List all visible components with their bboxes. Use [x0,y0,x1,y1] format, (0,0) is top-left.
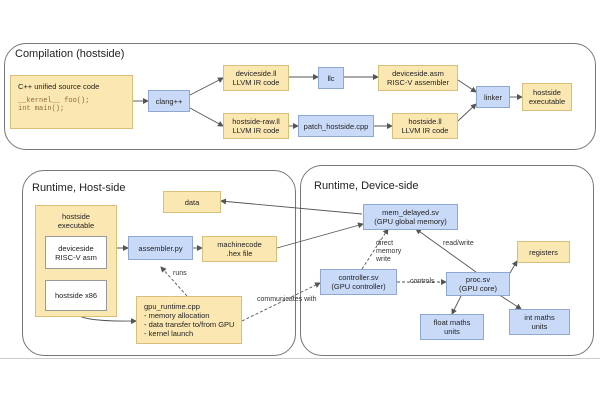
edge-proc-to-mem [415,228,477,273]
assembler-box: assembler.py [128,236,193,260]
runtime-host-region-title: Runtime, Host-side [32,182,126,194]
gpu-runtime-item-transfer: - data transfer to/from GPU [144,320,235,329]
hostside-raw-ll-box: hostside-raw.ll LLVM IR code [223,113,289,139]
controller-box: controller.sv (GPU controller) [320,269,397,295]
patch-hostside-box: patch_hostside.cpp [298,115,374,137]
int-maths-desc: units [531,322,548,331]
float-maths-name: float maths [433,318,471,327]
linker-label: linker [484,92,502,102]
cpp-source-code-main: int main(); [18,105,65,113]
edge-hostside-ll-to-linker [457,103,477,122]
llc-label: llc [327,73,335,83]
deviceside-asm-box: deviceside.asm RISC-V assembler [378,65,458,91]
cpp-source-code-kernel: __kernel__ foo(); [18,97,90,105]
clang-label: clang++ [155,96,183,106]
compilation-region-title: Compilation (hostside) [15,48,125,60]
patch-hostside-label: patch_hostside.cpp [303,121,369,131]
host-deviceside-asm-name: deviceside [58,243,94,253]
int-maths-units-box: int maths units [509,309,570,335]
hostside-x86-box: hostside x86 [45,280,107,311]
runtime-device-region-title: Runtime, Device-side [314,180,419,192]
edge-clang-to-deviceside-ll [189,77,224,96]
edge-gpu-runtime-to-controller [241,282,321,322]
float-maths-units-box: float maths units [420,314,484,340]
hostside-ll-desc: LLVM IR code [401,126,449,135]
read-write-label: read/write [443,240,474,247]
edge-proc-to-registers [509,260,518,274]
host-deviceside-asm-box: deviceside RISC-V asm [45,236,107,269]
gpu-runtime-item-launch: - kernel launch [144,329,194,338]
edge-clang-to-hostside-raw-ll [189,107,224,127]
hostside-exe-desc: executable [528,97,566,106]
bottom-divider [0,358,600,359]
machinecode-box: machinecode .hex file [202,236,277,262]
cpp-source-box: C++ unified source code __kernel__ foo()… [10,75,133,129]
direct-label-line1: direct [376,240,394,247]
direct-memory-write-label: direct memory write [376,240,401,264]
deviceside-ll-box: deviceside.ll LLVM IR code [223,65,289,91]
controller-desc: (GPU controller) [331,282,386,291]
data-box: data [163,191,221,213]
hostside-raw-ll-name: hostside-raw.ll [232,117,280,126]
gpu-runtime-title: gpu_runtime.cpp [144,302,200,311]
controls-label: controls [410,278,435,285]
mem-delayed-name: mem_delayed.sv [382,208,439,217]
hostside-exe-box: hostside executable [522,83,572,111]
communicates-with-label: communicates with [257,296,317,303]
cpp-source-title: C++ unified source code [18,82,100,91]
gpu-runtime-item-memory: - memory allocation [144,311,210,320]
int-maths-name: int maths [524,313,555,322]
edge-proc-to-float-units [451,293,463,315]
edge-machinecode-to-mem [276,222,364,249]
proc-desc: (GPU core) [459,284,497,293]
mem-delayed-box: mem_delayed.sv (GPU global memory) [363,204,458,230]
registers-label: registers [529,247,558,257]
hostside-exe-name: hostside [533,88,561,97]
proc-box: proc.sv (GPU core) [446,272,510,296]
assembler-label: assembler.py [138,243,183,253]
float-maths-desc: units [444,327,460,336]
direct-label-line3: write [376,256,391,263]
deviceside-asm-name: deviceside.asm [392,69,444,78]
host-executable-title: hostside [62,212,90,221]
direct-label-line2: memory [376,248,402,255]
hostside-ll-name: hostside.ll [408,117,442,126]
mem-delayed-desc: (GPU global memory) [374,217,447,226]
edge-gpu-runtime-runs-assembler [160,266,188,297]
hostside-x86-label: hostside x86 [54,291,98,300]
registers-box: registers [517,241,570,263]
deviceside-asm-desc: RISC-V assembler [386,78,450,87]
deviceside-ll-desc: LLVM IR code [232,78,280,87]
hostside-raw-ll-desc: LLVM IR code [232,126,280,135]
host-executable-subtitle: executable [57,221,95,230]
machinecode-desc: .hex file [226,249,253,258]
edge-proc-to-int-units [497,293,522,310]
data-label: data [184,197,200,207]
controller-name: controller.sv [338,273,379,282]
hostside-ll-box: hostside.ll LLVM IR code [392,113,458,139]
edge-deviceside-asm-to-linker [457,79,477,93]
gpu-runtime-box: gpu_runtime.cpp - memory allocation - da… [136,296,242,344]
runs-label: runs [173,270,187,277]
edge-mem-to-data [220,198,363,215]
deviceside-ll-name: deviceside.ll [235,69,277,78]
llc-box: llc [318,67,344,89]
edge-controller-to-mem [361,228,389,270]
clang-box: clang++ [148,90,190,112]
host-deviceside-asm-desc: RISC-V asm [55,252,97,262]
machinecode-name: machinecode [217,240,262,249]
linker-box: linker [476,86,510,108]
proc-name: proc.sv [465,275,491,284]
